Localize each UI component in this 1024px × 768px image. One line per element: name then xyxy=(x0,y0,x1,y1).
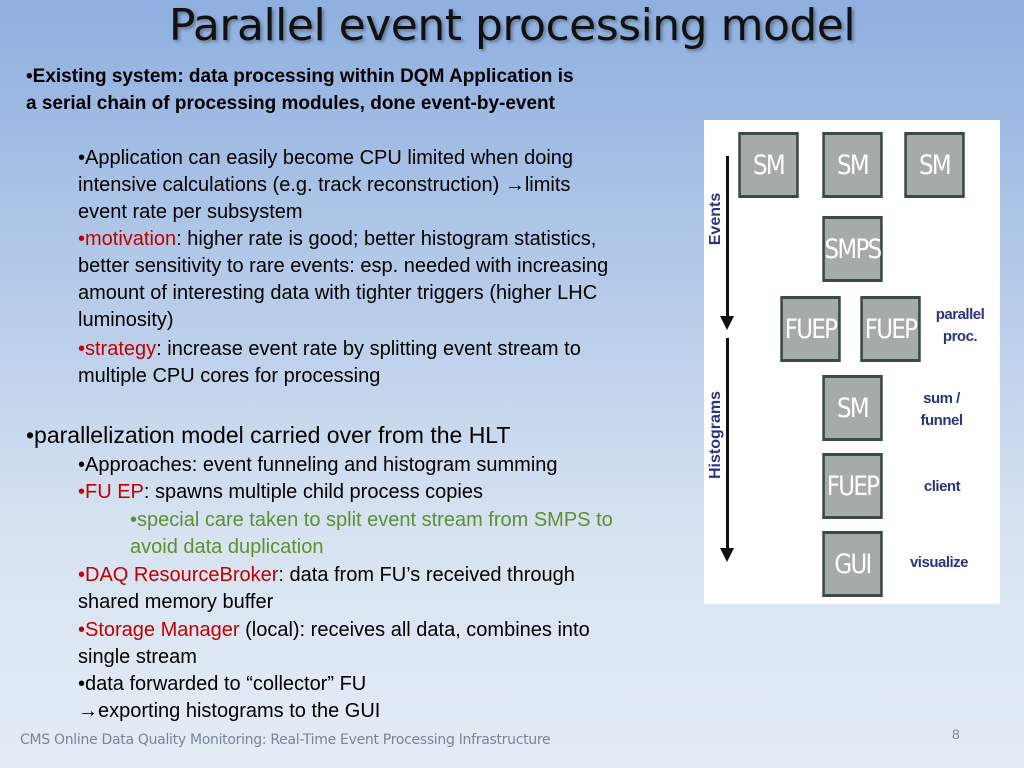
bullet-line: amount of interesting data with tighter … xyxy=(78,282,598,304)
bullet-line: intensive calculations (e.g. track recon… xyxy=(78,174,571,196)
bullet-line: •Existing system: data processing within… xyxy=(26,66,574,87)
text: : spawns multiple child process copies xyxy=(143,481,483,503)
box-fuep: FUEP xyxy=(822,453,883,519)
box-fuep: FUEP xyxy=(780,296,841,362)
keyword: •Storage Manager xyxy=(78,619,240,641)
label-parallel: parallel proc. xyxy=(935,306,985,345)
bullet-line: •special care taken to split event strea… xyxy=(130,509,613,531)
box-smps: SMPS xyxy=(822,216,883,282)
bullet-line: avoid data duplication xyxy=(130,536,324,558)
bullet-line: shared memory buffer xyxy=(78,591,274,613)
bullet-line: •DAQ ResourceBroker: data from FU’s rece… xyxy=(78,562,575,589)
histograms-axis-label: Histograms xyxy=(707,390,724,480)
bullet-line: •Application can easily become CPU limit… xyxy=(78,147,574,169)
bullet-line: event rate per subsystem xyxy=(78,201,303,223)
box-sm: SM xyxy=(904,132,965,198)
text: (local): receives all data, combines int… xyxy=(239,619,590,641)
box-fuep: FUEP xyxy=(860,296,921,362)
page-number: 8 xyxy=(952,726,960,742)
keyword: •FU EP xyxy=(78,481,144,503)
bullet-line: •data forwarded to “collector” FU xyxy=(78,673,367,695)
slide-footer: CMS Online Data Quality Monitoring: Real… xyxy=(20,732,551,748)
box-sm: SM xyxy=(738,132,799,198)
events-arrow-icon xyxy=(720,156,734,330)
text: : data from FU’s received through xyxy=(278,564,575,586)
processing-diagram: SM SM SM SMPS FUEP FUEP SM FUEP GUI Even… xyxy=(704,120,1000,604)
bullet-line: a serial chain of processing modules, do… xyxy=(26,93,555,114)
bullet-line: multiple CPU cores for processing xyxy=(78,365,381,387)
label-sum-funnel: sum / funnel xyxy=(920,390,964,429)
bullet-line: better sensitivity to rare events: esp. … xyxy=(78,255,609,277)
keyword: •strategy xyxy=(78,338,157,360)
text: : higher rate is good; better histogram … xyxy=(176,228,597,250)
box-sm: SM xyxy=(822,375,883,441)
bullet-line: •parallelization model carried over from… xyxy=(26,422,511,448)
text: : increase event rate by splitting event… xyxy=(156,338,581,360)
bullet-line: luminosity) xyxy=(78,309,174,331)
bullet-line: •motivation: higher rate is good; better… xyxy=(78,226,596,253)
label-visualize: visualize xyxy=(909,554,969,571)
bullet-line: •strategy: increase event rate by splitt… xyxy=(78,336,581,363)
keyword: •DAQ ResourceBroker xyxy=(78,564,279,586)
box-sm: SM xyxy=(822,132,883,198)
bullet-line: •Storage Manager (local): receives all d… xyxy=(78,617,590,644)
box-gui: GUI xyxy=(822,531,883,597)
histograms-arrow-icon xyxy=(720,338,734,562)
bullet-line: •Approaches: event funneling and histogr… xyxy=(78,454,558,476)
bullet-line: single stream xyxy=(78,646,197,668)
keyword: •motivation xyxy=(78,228,177,250)
slide-title: Parallel event processing model xyxy=(168,0,856,51)
bullet-line: •FU EP: spawns multiple child process co… xyxy=(78,479,483,506)
events-axis-label: Events xyxy=(707,192,724,246)
label-client: client xyxy=(923,478,961,495)
bullet-line: →exporting histograms to the GUI xyxy=(78,700,381,722)
